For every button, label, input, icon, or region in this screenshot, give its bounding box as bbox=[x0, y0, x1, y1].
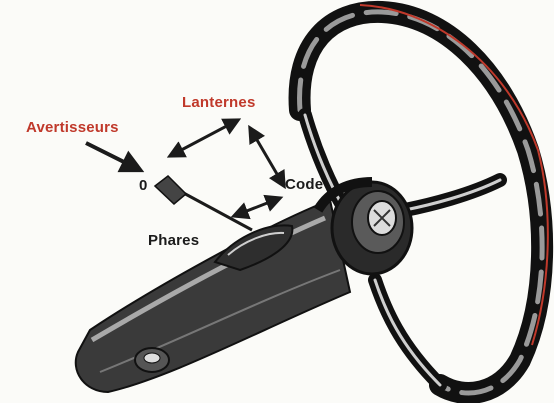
label-zero: 0 bbox=[139, 177, 148, 194]
lanternes-left-arrow bbox=[170, 120, 238, 156]
control-stalk bbox=[155, 176, 252, 230]
label-code: Code bbox=[285, 176, 323, 193]
avertisseurs-arrow bbox=[86, 143, 140, 170]
phares-code-arrow bbox=[234, 198, 280, 216]
rim-accent bbox=[360, 5, 548, 345]
label-phares: Phares bbox=[148, 232, 199, 249]
stalk-knob bbox=[155, 176, 186, 204]
label-lanternes: Lanternes bbox=[182, 94, 256, 111]
steering-wheel bbox=[300, 5, 548, 393]
lanternes-code-arrow bbox=[250, 128, 284, 186]
steering-column bbox=[76, 200, 350, 392]
label-avertisseurs: Avertisseurs bbox=[26, 119, 119, 136]
